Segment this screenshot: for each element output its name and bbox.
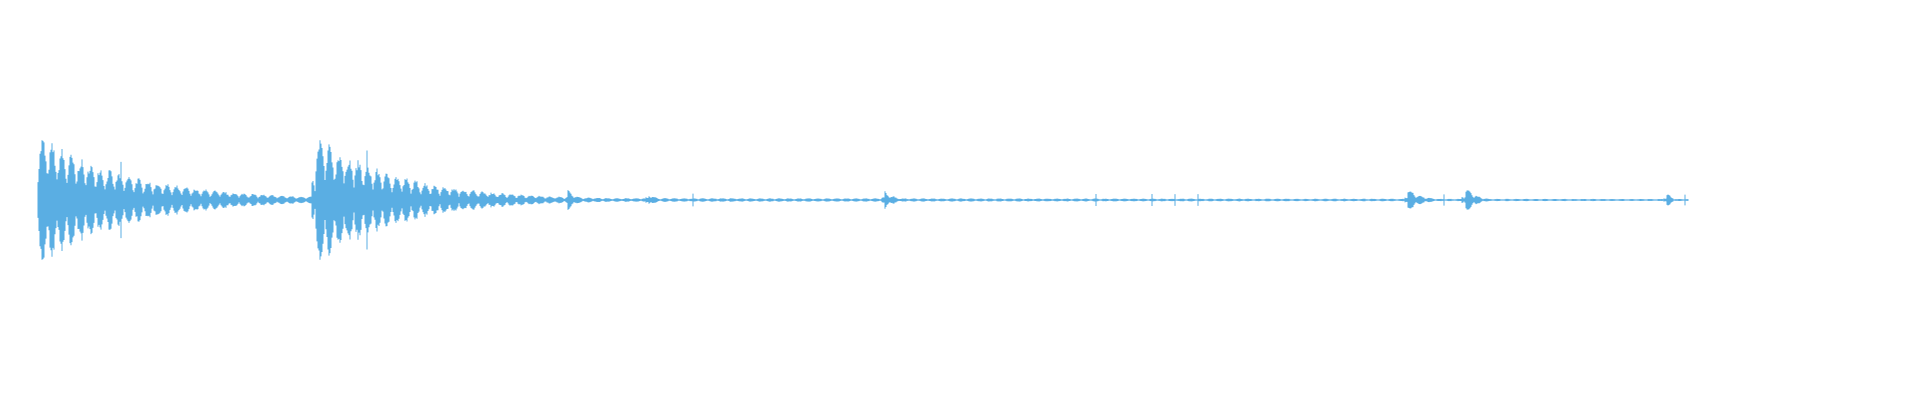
waveform-bars — [37, 140, 1689, 260]
